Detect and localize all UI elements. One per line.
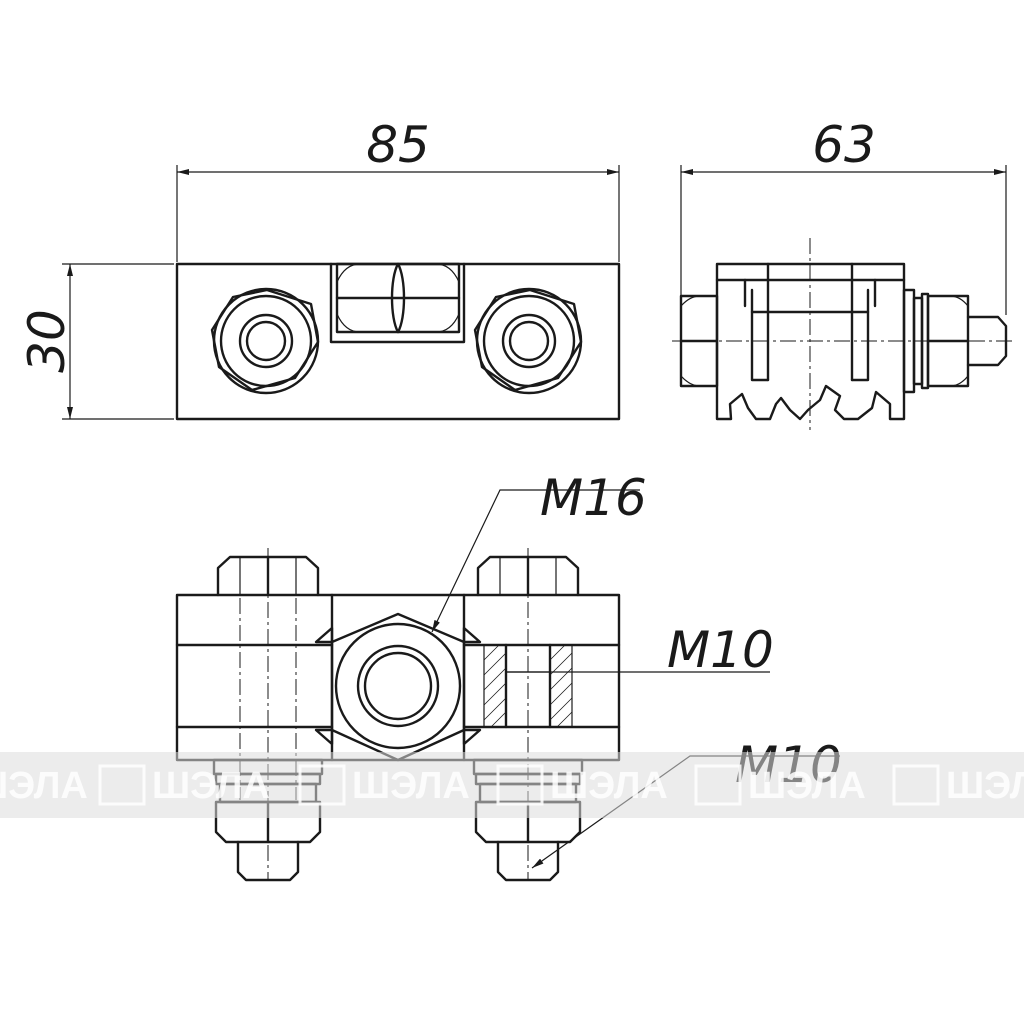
dimension-30-label: 30 <box>18 309 76 373</box>
front-view: 85 30 <box>18 116 621 421</box>
callout-m16-label: M16 <box>540 469 647 527</box>
watermark-logo-icon <box>98 764 940 806</box>
watermark: ШЭЛА ШЭЛА ШЭЛА ШЭЛА ШЭЛА ШЭЛА <box>0 752 1024 818</box>
right-nut-top-icon <box>473 287 583 395</box>
callout-m10-cross-label: M10 <box>667 621 774 679</box>
watermark-text-4: ШЭЛА <box>550 765 668 807</box>
side-view: 63 <box>672 116 1015 430</box>
plan-view: M16 M10 M10 <box>175 469 842 882</box>
watermark-text-6: ШЭЛА <box>946 765 1024 807</box>
left-nut-top-icon <box>210 287 320 395</box>
center-nut-icon <box>314 612 482 762</box>
watermark-text-2: ШЭЛА <box>152 765 270 807</box>
dimension-63-label: 63 <box>812 116 876 174</box>
watermark-text-3: ШЭЛА <box>352 765 470 807</box>
dimension-85-label: 85 <box>366 116 430 174</box>
watermark-text-5: ШЭЛА <box>748 765 866 807</box>
watermark-text-1: ШЭЛА <box>0 765 88 807</box>
